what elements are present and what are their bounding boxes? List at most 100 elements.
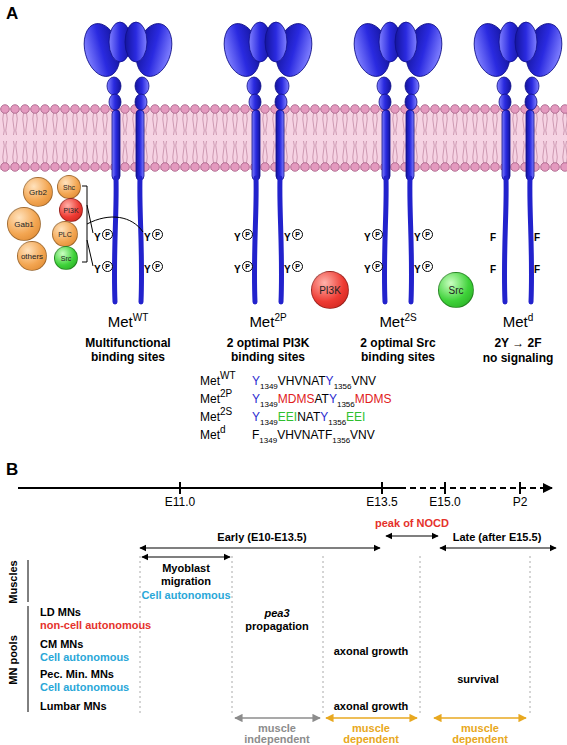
sequence-segment: VHVNAT [277, 428, 325, 442]
phosphate-mark: P [242, 261, 253, 272]
mode-label: non-cell autonomous [40, 619, 151, 632]
sequence-segment: Y [252, 374, 260, 388]
sequence-segment: MDMS [278, 392, 315, 406]
protein-circle: Gab1 [7, 207, 41, 241]
receptor-chain [79, 20, 131, 302]
dependence-arrow [434, 717, 526, 718]
sequence-segment: VNV [350, 428, 375, 442]
phospho-tyrosine: Y [284, 264, 291, 275]
text-row: Met2S [379, 314, 416, 330]
protein-circle: PLC [52, 221, 78, 247]
sequence-segment: NAT [297, 410, 320, 424]
sequence-segment: 1356 [334, 382, 352, 391]
pool-label: Lumbar MNs [40, 700, 107, 713]
sequence-segment: 1356 [328, 418, 346, 427]
text-row: Y1349VHVNATY1356VNV [252, 372, 376, 389]
row-bracket [28, 560, 29, 712]
text-row: Y1349EEINATY1356EEI [252, 408, 365, 425]
mode-label: Cell autonomous [141, 589, 230, 602]
sequence-segment: F [252, 428, 259, 442]
receptor-chain [395, 20, 447, 302]
pool-label: CM MNs [40, 638, 83, 651]
process-label: Myoblast migration [151, 562, 221, 588]
sequence-segment: 1349 [260, 400, 278, 409]
text-row: Metd [503, 314, 534, 330]
phosphate-mark: P [152, 261, 163, 272]
protein-circle: others [17, 241, 47, 271]
process-label: survival [457, 673, 499, 686]
timeline-tick: E15.0 [429, 496, 460, 509]
phenylalanine-site: F [490, 232, 496, 243]
phenylalanine-site: F [490, 264, 496, 275]
protein-circle: Src [438, 272, 474, 308]
protein-circle: PI3K [311, 271, 349, 309]
sequence-segment: 1349 [259, 436, 277, 445]
sequence-segment: 1356 [337, 400, 355, 409]
protein-circle: Grb2 [23, 177, 53, 207]
timeline-ticks [180, 482, 520, 494]
protein-name: Src [449, 285, 464, 296]
text-row: Met2S [200, 408, 232, 425]
sequence-segment: Y [320, 410, 328, 424]
timeline-tick: E11.0 [165, 496, 195, 509]
phosphate-mark: P [102, 229, 113, 240]
dependence-arrow [235, 717, 320, 718]
protein-name: PLC [58, 231, 72, 238]
sequence-segment: VHVNAT [278, 374, 326, 388]
protein-name: PI3K [319, 285, 341, 296]
text-row: MetWT [200, 372, 236, 389]
dotted-divider [140, 556, 530, 716]
sequence-segment: Y [326, 374, 334, 388]
protein-name: others [21, 252, 43, 261]
period-label: Early (E10-E13.5) [217, 531, 306, 544]
timeline-tick: P2 [513, 496, 528, 509]
receptor-chain [515, 20, 567, 302]
protein-name: PI3K [63, 207, 78, 214]
sequence-name: Met [200, 392, 220, 406]
sequence-name: WT [220, 370, 236, 381]
protein-name: Src [61, 255, 72, 262]
receptor-chain [125, 20, 177, 302]
period-arrow [386, 535, 438, 536]
phospho-tyrosine: Y [94, 232, 101, 243]
protein-name: Gab1 [14, 220, 34, 229]
sequence-name: Met [200, 428, 220, 442]
pool-label: Pec. Min. MNs [40, 668, 114, 681]
receptor-name: Met [503, 313, 528, 330]
text-row: Y1349MDMSATY1356MDMS [252, 390, 391, 407]
text-row: MetWT [108, 314, 149, 330]
protein-circle: PI3K [59, 198, 83, 222]
mode-label: Cell autonomous [40, 681, 129, 694]
dependence-label: muscle dependent [336, 723, 406, 745]
phospho-tyrosine: Y [414, 264, 421, 275]
phosphate-mark: P [242, 229, 253, 240]
protein-name: Shc [63, 184, 75, 191]
text-row: Met2P [200, 390, 232, 407]
timeline-dashed [400, 487, 552, 489]
row-label: MN pools [7, 635, 20, 685]
phosphate-mark: P [102, 261, 113, 272]
phospho-tyrosine: Y [144, 232, 151, 243]
receptor-chain [219, 20, 271, 302]
phospho-tyrosine: Y [144, 264, 151, 275]
sequence-segment: Y [252, 392, 260, 406]
phosphate-mark: P [372, 261, 383, 272]
text-row: Met2P [249, 314, 286, 330]
sequence-segment: EEI [346, 410, 365, 424]
sequence-segment: 1349 [260, 418, 278, 427]
receptor-chain [265, 20, 317, 302]
sequence-segment: F [325, 428, 332, 442]
sequence-segment: VNV [351, 374, 376, 388]
receptor-name: Met [108, 313, 133, 330]
receptor-chain [349, 20, 401, 302]
receptor-chain [469, 20, 521, 302]
phospho-tyrosine: Y [364, 264, 371, 275]
variant-description: 2 optimal Src binding sites [342, 336, 454, 364]
period-label: Late (after E15.5) [453, 531, 542, 544]
sequence-name: 2S [220, 406, 232, 417]
timeline-tick: E13.5 [366, 496, 397, 509]
phospho-tyrosine: Y [414, 232, 421, 243]
variant-description: no signaling [483, 351, 554, 365]
